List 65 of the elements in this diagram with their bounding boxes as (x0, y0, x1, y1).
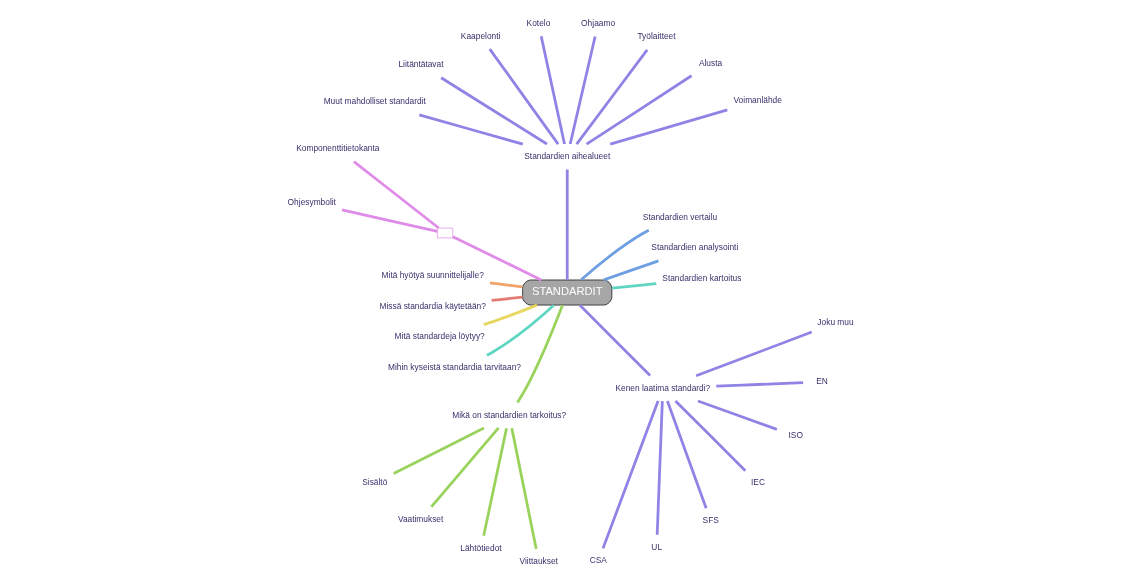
connector (418, 113, 524, 146)
node-text: Kotelo (526, 17, 551, 28)
node-text: Standardien kartoitus (662, 273, 742, 284)
connector (603, 259, 659, 282)
connector (353, 160, 440, 230)
connector (430, 427, 500, 508)
node-text: Liitäntätavat (398, 59, 444, 70)
node-text: Kenen laatima standardi? (615, 382, 711, 393)
connector (482, 427, 508, 537)
node-text: ISO (788, 430, 803, 441)
node-text: SFS (702, 515, 719, 526)
connector (655, 401, 664, 535)
connector (695, 330, 813, 378)
node-text: Alusta (698, 57, 723, 68)
node-text: Työlaitteet (637, 31, 676, 42)
connector (601, 400, 660, 549)
connector (674, 400, 747, 472)
connector (666, 400, 708, 509)
connector (539, 35, 566, 145)
node-box: STANDARDIT (522, 279, 613, 306)
node-text: Komponenttitietokanta (296, 143, 380, 154)
connector (516, 304, 564, 404)
node-text: EN (816, 376, 828, 387)
node-text: Standardien vertailu (642, 211, 718, 222)
connector (575, 49, 649, 146)
node-text: Joku muu (817, 317, 854, 328)
node-text: Kaapelonti (460, 30, 501, 41)
connector (609, 108, 728, 146)
connector (483, 303, 538, 326)
connector (565, 169, 569, 280)
connector (440, 76, 548, 146)
connector (341, 208, 438, 233)
node-text: Missä standardia käytetään? (379, 300, 486, 311)
node-text: Ohjesymbolit (287, 197, 336, 208)
node-text: Mikä on standardien tarkoitus? (452, 409, 567, 420)
connector (716, 381, 804, 388)
connector (585, 74, 693, 146)
connector (393, 426, 485, 475)
node-text: CSA (589, 555, 607, 566)
connector (491, 295, 523, 302)
node-text: Ohjaamo (581, 17, 616, 28)
connector (486, 304, 555, 357)
node-text: Viittaukset (519, 555, 558, 566)
connector (580, 229, 650, 281)
node-text: Mitä standardeja löytyy? (394, 331, 485, 342)
connector (568, 36, 597, 145)
node-text: Standardien aihealueet (524, 150, 611, 161)
connector (489, 281, 523, 289)
node-text: Sisältö (362, 477, 388, 488)
node-text: Voimanlähde (733, 95, 782, 106)
node-text: IEC (751, 477, 765, 488)
node-text: Vaatimukset (397, 513, 444, 524)
connector (488, 48, 560, 145)
node-text: Mihin kyseistä standardia tarvitaan? (388, 362, 521, 373)
node-text: Lähtötiedot (460, 542, 502, 553)
node-text: Muut mahdolliset standardit (323, 96, 426, 107)
connector (697, 399, 778, 431)
connector (611, 282, 657, 290)
connector (578, 304, 652, 377)
node-text: Standardien analysointi (651, 242, 739, 253)
node-text: Mitä hyötyä suunnittelijalle? (381, 269, 484, 280)
connector (452, 235, 542, 282)
node-text: UL (651, 541, 663, 552)
connector (510, 427, 538, 550)
node-box (437, 227, 454, 239)
